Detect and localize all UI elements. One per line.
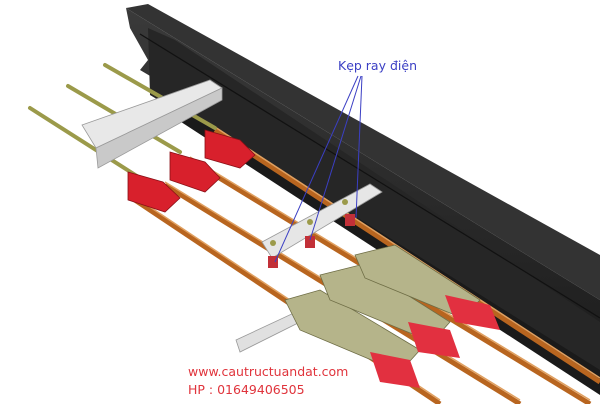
watermark-website: www.cautructuandat.com [188, 364, 349, 379]
rear-mounting-plate [261, 183, 383, 268]
annotation-pointers [274, 75, 363, 263]
front-mounting-plate [81, 79, 223, 169]
current-collectors [235, 244, 500, 388]
watermark-phone: HP : 01649406505 [188, 382, 305, 397]
annotation-label: Kẹp ray điện [338, 58, 417, 73]
end-connectors [127, 129, 256, 213]
